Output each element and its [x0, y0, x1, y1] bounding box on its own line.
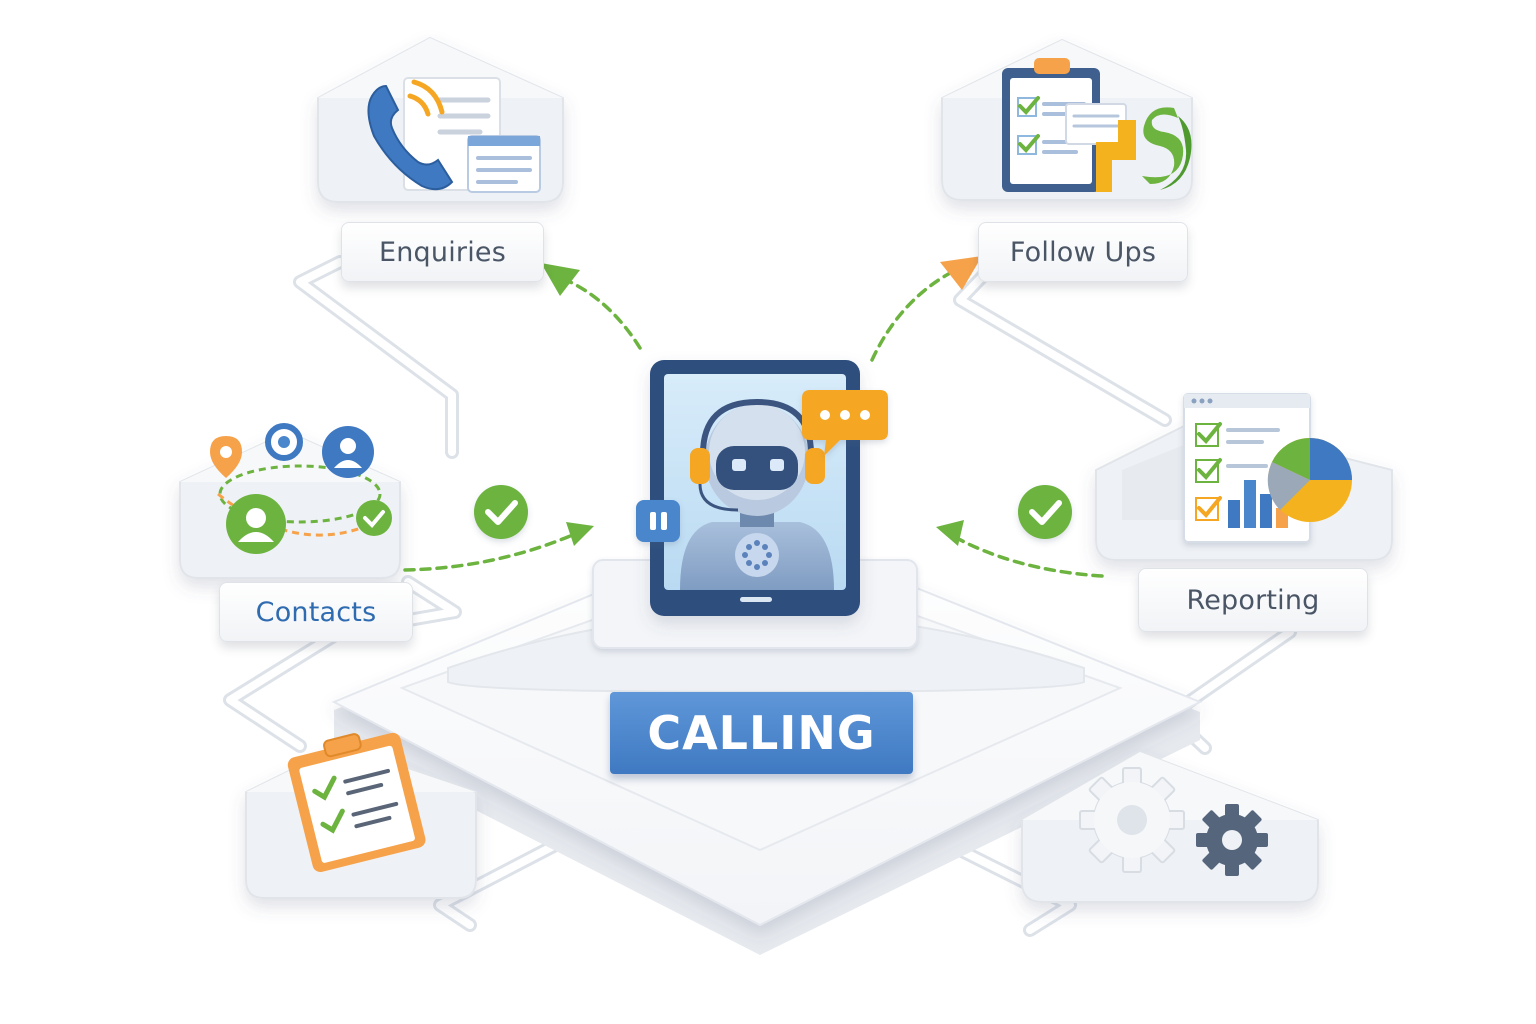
chat-bubble-icon [802, 390, 888, 456]
report-chart-icon [1183, 393, 1352, 543]
contacts-label: Contacts [219, 582, 413, 642]
check-badge-icon [1018, 485, 1072, 539]
calling-label: CALLING [610, 692, 913, 774]
clipboard-checklist-icon [287, 732, 426, 873]
pause-icon [636, 500, 680, 542]
arrow-from-reporting [944, 530, 1104, 578]
reporting-block [1095, 393, 1393, 561]
phone-icon [367, 77, 541, 193]
settings-block [1021, 750, 1319, 903]
tasks-block [245, 732, 477, 899]
follow-ups-block [941, 38, 1193, 201]
arrow-to-follow-ups [870, 270, 954, 362]
contacts-network-icon [210, 423, 392, 554]
pie-chart-icon [1267, 437, 1352, 522]
arrow-heads [541, 256, 982, 546]
robot-agent-icon [636, 360, 888, 616]
follow-ups-label: Follow Ups [978, 222, 1188, 282]
clipboard-checklist-icon [1002, 58, 1192, 192]
contacts-block [179, 423, 401, 579]
reporting-label: Reporting [1138, 568, 1368, 632]
gear-icon [1079, 767, 1268, 876]
enquiries-block [317, 36, 564, 203]
arrow-from-contacts [403, 528, 586, 572]
flow-arrows [403, 270, 1104, 578]
arrow-to-enquiries [564, 278, 642, 350]
enquiries-label: Enquiries [341, 222, 544, 282]
check-badge-icon [474, 485, 528, 539]
